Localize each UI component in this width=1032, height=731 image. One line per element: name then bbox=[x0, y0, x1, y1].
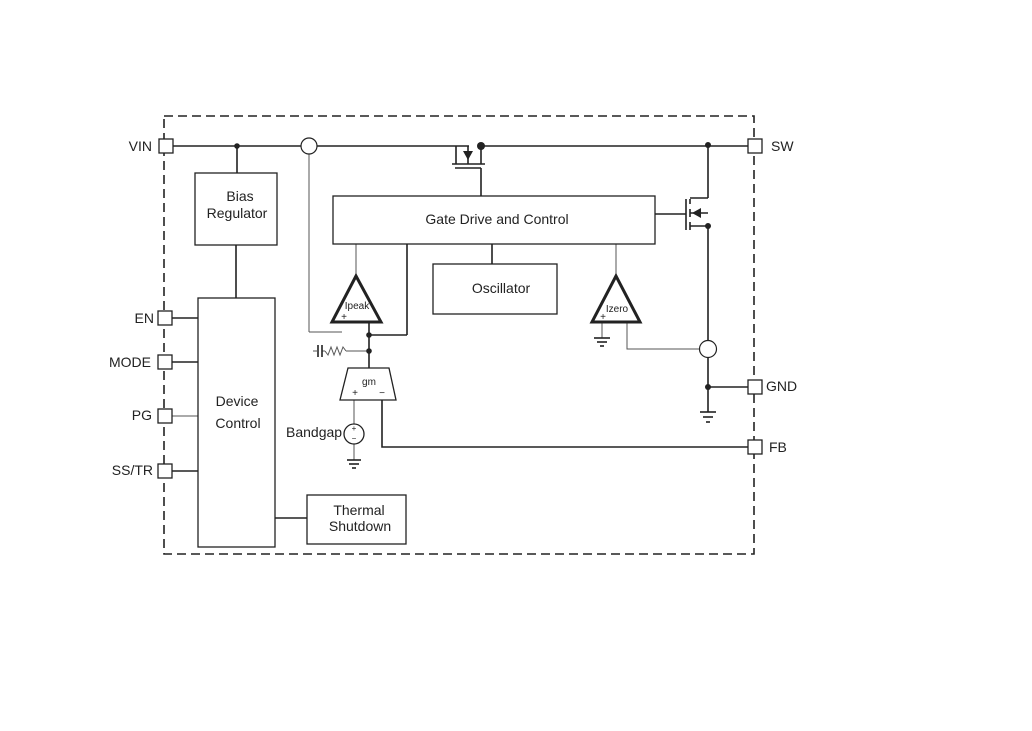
pin-pg-label: PG bbox=[132, 407, 152, 423]
izero-comparator: Izero + bbox=[589, 272, 643, 324]
gate-drive-label: Gate Drive and Control bbox=[425, 211, 568, 227]
gm-label: gm bbox=[362, 377, 376, 388]
wiring bbox=[172, 145, 748, 519]
ipeak-comparator: Ipeak + bbox=[329, 272, 384, 324]
pin-gnd: GND bbox=[747, 378, 797, 395]
pin-fb: FB bbox=[747, 439, 787, 455]
gm-plus-label: + bbox=[352, 388, 358, 399]
device-control-label-2: Control bbox=[215, 415, 260, 431]
bias-regulator-label-1: Bias bbox=[226, 188, 253, 204]
oscillator-label: Oscillator bbox=[472, 280, 531, 296]
pin-sstr: SS/TR bbox=[112, 462, 173, 479]
device-control-block: Device Control bbox=[197, 297, 276, 548]
low-side-current-sense-icon bbox=[698, 339, 718, 359]
pin-mode-label: MODE bbox=[109, 354, 151, 370]
thermal-shutdown-label-1: Thermal bbox=[333, 502, 384, 518]
ipeak-label: Ipeak bbox=[345, 301, 370, 312]
bias-regulator-block: Bias Regulator bbox=[194, 172, 278, 246]
gm-amplifier: gm + − bbox=[339, 367, 397, 401]
bias-regulator-label-2: Regulator bbox=[207, 205, 268, 221]
device-control-label-1: Device bbox=[216, 393, 259, 409]
bandgap-plus-label: + bbox=[352, 424, 357, 433]
thermal-shutdown-block: Thermal Shutdown bbox=[306, 494, 407, 545]
pin-mode: MODE bbox=[109, 354, 173, 370]
gm-minus-label: − bbox=[379, 388, 385, 399]
pin-gnd-label: GND bbox=[766, 378, 797, 394]
low-side-mosfet-icon bbox=[685, 197, 708, 230]
bandgap-minus-label: − bbox=[352, 434, 357, 443]
pin-vin-label: VIN bbox=[129, 138, 152, 154]
pin-fb-label: FB bbox=[769, 439, 787, 455]
ic-boundary bbox=[163, 115, 755, 555]
izero-plus-label: + bbox=[600, 312, 606, 323]
pin-en: EN bbox=[135, 310, 173, 326]
vin-current-sense-icon bbox=[300, 137, 318, 155]
bandgap-label: Bandgap bbox=[286, 424, 342, 440]
pin-vin: VIN bbox=[129, 138, 174, 154]
pin-sw: SW bbox=[747, 138, 794, 154]
pin-sstr-label: SS/TR bbox=[112, 462, 153, 478]
pin-sw-label: SW bbox=[771, 138, 794, 154]
ipeak-plus-label: + bbox=[341, 312, 347, 323]
oscillator-block: Oscillator bbox=[432, 263, 558, 315]
izero-label: Izero bbox=[606, 304, 629, 315]
bandgap-source-icon: + − bbox=[343, 423, 365, 445]
thermal-shutdown-label-2: Shutdown bbox=[329, 518, 391, 534]
high-side-mosfet-icon bbox=[452, 146, 485, 169]
gate-drive-block: Gate Drive and Control bbox=[332, 195, 656, 245]
pin-en-label: EN bbox=[135, 310, 154, 326]
pin-pg: PG bbox=[132, 407, 173, 424]
